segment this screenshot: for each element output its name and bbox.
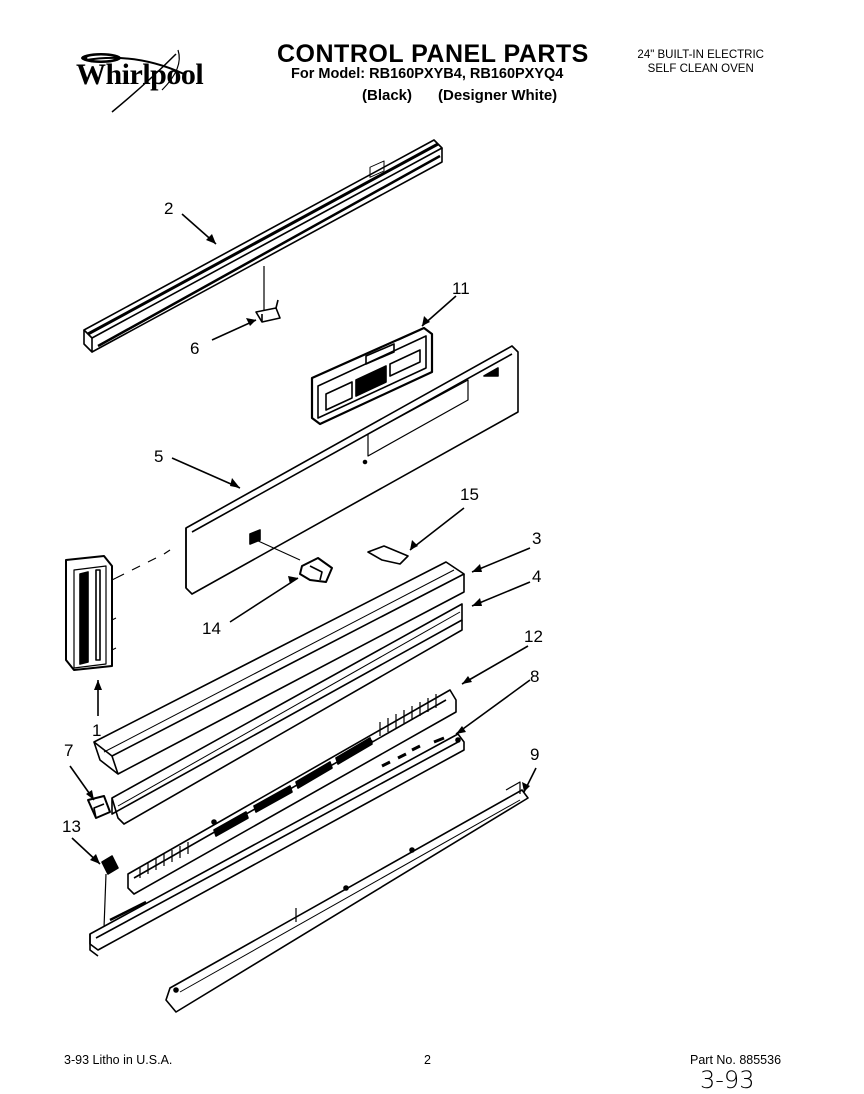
callout-15: 15 bbox=[460, 485, 479, 504]
part-12-vent-panel bbox=[127, 689, 457, 895]
product-line-2: SELF CLEAN OVEN bbox=[647, 63, 754, 75]
product-description: 24" BUILT-IN ELECTRIC SELF CLEAN OVEN bbox=[637, 48, 764, 76]
callout-3: 3 bbox=[532, 529, 541, 548]
callout-14: 14 bbox=[202, 619, 221, 638]
litho-note: 3-93 Litho in U.S.A. bbox=[64, 1053, 173, 1067]
part-14-switch bbox=[255, 539, 333, 583]
part-13-screw bbox=[101, 855, 119, 929]
part-6-channel bbox=[89, 733, 465, 957]
handwritten-date: 3-93 bbox=[700, 1066, 755, 1094]
product-line-1: 24" BUILT-IN ELECTRIC bbox=[637, 49, 764, 61]
part-1-end-cap bbox=[65, 549, 171, 671]
whirlpool-logo bbox=[66, 44, 206, 114]
part-15-bracket bbox=[367, 545, 409, 565]
callout-labels: 2 6 11 5 15 3 4 14 12 8 1 7 9 13 bbox=[62, 199, 543, 836]
callout-9: 9 bbox=[530, 745, 539, 764]
variant-designer-white: (Designer White) bbox=[438, 87, 558, 104]
callout-4: 4 bbox=[532, 567, 541, 586]
callout-8: 6 bbox=[190, 339, 199, 358]
callout-5: 7 bbox=[64, 741, 73, 760]
page-title: CONTROL PANEL PARTS bbox=[277, 40, 589, 68]
part-2-top-trim bbox=[83, 139, 443, 353]
logo-swoosh-icon bbox=[81, 49, 185, 113]
callout-6: 8 bbox=[530, 667, 539, 686]
part-number: Part No. 885536 bbox=[690, 1053, 782, 1067]
callout-12: 12 bbox=[524, 627, 543, 646]
part-3-trim bbox=[93, 561, 465, 775]
part-4-trim bbox=[111, 603, 463, 825]
model-numbers: For Model: RB160PXYB4, RB160PXYQ4 bbox=[291, 66, 564, 82]
callout-13: 13 bbox=[62, 817, 81, 836]
page-number: 2 bbox=[424, 1053, 431, 1067]
part-5-clip bbox=[87, 795, 111, 819]
part-9-bottom-shield bbox=[165, 781, 529, 1013]
variant-black: (Black) bbox=[362, 87, 413, 104]
callout-7: 5 bbox=[154, 447, 163, 466]
callout-1: 1 bbox=[92, 721, 101, 740]
brand-name: Whirlpool bbox=[76, 58, 204, 91]
callout-11: 11 bbox=[452, 279, 470, 298]
callout-2: 2 bbox=[164, 199, 173, 218]
part-8-clip bbox=[255, 299, 281, 323]
part-11-electronic-control bbox=[310, 160, 434, 426]
leader-arrowheads bbox=[86, 234, 530, 864]
